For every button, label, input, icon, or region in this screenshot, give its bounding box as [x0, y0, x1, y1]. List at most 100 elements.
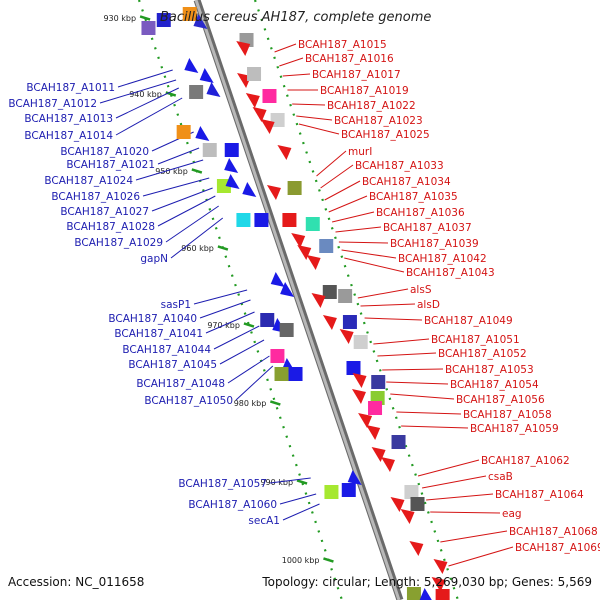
right-gene-label[interactable]: BCAH187_A1025 [341, 129, 430, 141]
right-label-connector [274, 43, 297, 53]
right-gene-label[interactable]: BCAH187_A1039 [390, 238, 479, 250]
right-gene-label[interactable]: BCAH187_A1023 [334, 115, 423, 127]
left-label-connector [142, 177, 210, 197]
left-gene-label[interactable]: BCAH187_A1041 [114, 328, 203, 340]
left-gene-label[interactable]: BCAH187_A1028 [66, 221, 155, 233]
left-label-connector [157, 147, 200, 165]
left-gene-label[interactable]: BCAH187_A1057 [178, 478, 267, 490]
right-gene-label[interactable]: BCAH187_A1069 [515, 542, 600, 554]
right-gene-label[interactable]: BCAH187_A1016 [305, 53, 394, 65]
left-gene-label[interactable]: BCAH187_A1050 [144, 395, 233, 407]
forward-gene-arrow [390, 497, 405, 512]
right-gene-label[interactable]: alsS [410, 284, 432, 296]
left-gene-label[interactable]: BCAH187_A1060 [188, 499, 277, 511]
forward-gene-arrow [409, 541, 424, 556]
right-gene-label[interactable]: BCAH187_A1049 [424, 315, 513, 327]
left-gene-label[interactable]: BCAH187_A1045 [128, 359, 217, 371]
right-gene-label[interactable]: BCAH187_A1042 [398, 253, 487, 265]
forward-gene-arrow [291, 233, 306, 248]
right-gene-label[interactable]: BCAH187_A1062 [481, 455, 570, 467]
right-label-connector [396, 411, 462, 415]
reverse-gene-arrow [199, 68, 214, 83]
gene-block [156, 13, 171, 27]
right-gene-label[interactable]: BCAH187_A1034 [362, 176, 451, 188]
gene-block [324, 485, 339, 499]
left-gene-label[interactable]: BCAH187_A1020 [60, 146, 149, 158]
left-gene-label[interactable]: BCAH187_A1013 [24, 113, 113, 125]
right-label-connector [386, 381, 449, 385]
right-label-connector [341, 249, 397, 259]
right-label-connector [324, 180, 361, 201]
ruler-label: 960 kbp [181, 244, 214, 253]
reverse-gene-arrow [270, 272, 285, 287]
left-gene-label[interactable]: BCAH187_A1027 [60, 206, 149, 218]
right-label-connector [298, 123, 340, 135]
left-gene-label[interactable]: BCAH187_A1040 [108, 313, 197, 325]
gene-block [141, 21, 156, 35]
right-label-connector [390, 393, 455, 400]
right-gene-label[interactable]: BCAH187_A1064 [495, 489, 584, 501]
left-gene-label[interactable]: secA1 [248, 515, 280, 527]
left-gene-label[interactable]: BCAH187_A1026 [51, 191, 140, 203]
left-gene-label[interactable]: BCAH187_A1021 [66, 159, 155, 171]
right-gene-label[interactable]: BCAH187_A1058 [463, 409, 552, 421]
right-label-connector [440, 530, 508, 543]
right-label-connector [282, 73, 311, 77]
left-gene-labels: BCAH187_A1011BCAH187_A1012BCAH187_A1013B… [8, 82, 280, 527]
right-label-connector [426, 493, 494, 501]
accession-text: Accession: NC_011658 [8, 575, 145, 589]
right-gene-label[interactable]: BCAH187_A1068 [509, 526, 598, 538]
right-gene-label[interactable]: BCAH187_A1053 [445, 364, 534, 376]
right-label-connector [328, 195, 368, 213]
left-label-connector [279, 493, 317, 505]
forward-gene-arrow [322, 315, 337, 330]
left-gene-label[interactable]: BCAH187_A1014 [24, 130, 113, 142]
right-gene-label[interactable]: BCAH187_A1035 [369, 191, 458, 203]
right-gene-label[interactable]: eag [502, 508, 522, 520]
left-gene-label[interactable]: gapN [140, 253, 168, 265]
right-gene-label[interactable]: BCAH187_A1056 [456, 394, 545, 406]
left-gene-label[interactable]: BCAH187_A1044 [122, 344, 211, 356]
right-gene-label[interactable]: BCAH187_A1017 [312, 69, 401, 81]
left-label-connector [199, 299, 251, 319]
left-gene-label[interactable]: BCAH187_A1029 [74, 237, 163, 249]
right-gene-label[interactable]: BCAH187_A1043 [406, 267, 495, 279]
right-gene-label[interactable]: BCAH187_A1037 [383, 222, 472, 234]
left-label-connector [151, 187, 213, 212]
right-gene-label[interactable]: murI [348, 146, 372, 158]
right-label-connector [316, 150, 347, 177]
left-gene-label[interactable]: BCAH187_A1012 [8, 98, 97, 110]
left-label-connector [213, 325, 260, 350]
reverse-gene-arrow [242, 182, 257, 197]
right-label-connector [320, 164, 354, 189]
gene-block [346, 361, 361, 375]
right-gene-label[interactable]: BCAH187_A1033 [355, 160, 444, 172]
left-gene-label[interactable]: BCAH187_A1024 [44, 175, 133, 187]
right-gene-label[interactable]: BCAH187_A1059 [470, 423, 559, 435]
left-gene-label[interactable]: sasP1 [161, 299, 191, 311]
right-gene-label[interactable]: BCAH187_A1036 [376, 207, 465, 219]
right-gene-label[interactable]: BCAH187_A1052 [438, 348, 527, 360]
left-gene-label[interactable]: BCAH187_A1048 [136, 378, 225, 390]
right-gene-label[interactable]: alsD [417, 299, 440, 311]
right-gene-label[interactable]: BCAH187_A1019 [320, 85, 409, 97]
forward-gene-arrow [277, 145, 292, 160]
right-gene-label[interactable]: BCAH187_A1051 [431, 334, 520, 346]
left-label-connector [170, 217, 224, 259]
reverse-gene-arrow [225, 174, 240, 189]
forward-gene-arrow [358, 413, 373, 428]
gene-features [141, 7, 450, 600]
right-gene-label[interactable]: BCAH187_A1054 [450, 379, 539, 391]
ruler-tick [296, 479, 308, 485]
right-label-connector [401, 425, 469, 429]
gene-block [260, 313, 275, 327]
reverse-gene-arrow [184, 58, 199, 73]
left-gene-label[interactable]: BCAH187_A1011 [26, 82, 115, 94]
right-gene-label[interactable]: BCAH187_A1015 [298, 39, 387, 51]
gene-block [287, 181, 302, 195]
gene-block [368, 401, 383, 415]
reverse-gene-arrow [347, 470, 362, 485]
right-gene-label[interactable]: BCAH187_A1022 [327, 100, 416, 112]
right-gene-label[interactable]: csaB [488, 471, 513, 483]
left-label-connector [227, 355, 270, 384]
